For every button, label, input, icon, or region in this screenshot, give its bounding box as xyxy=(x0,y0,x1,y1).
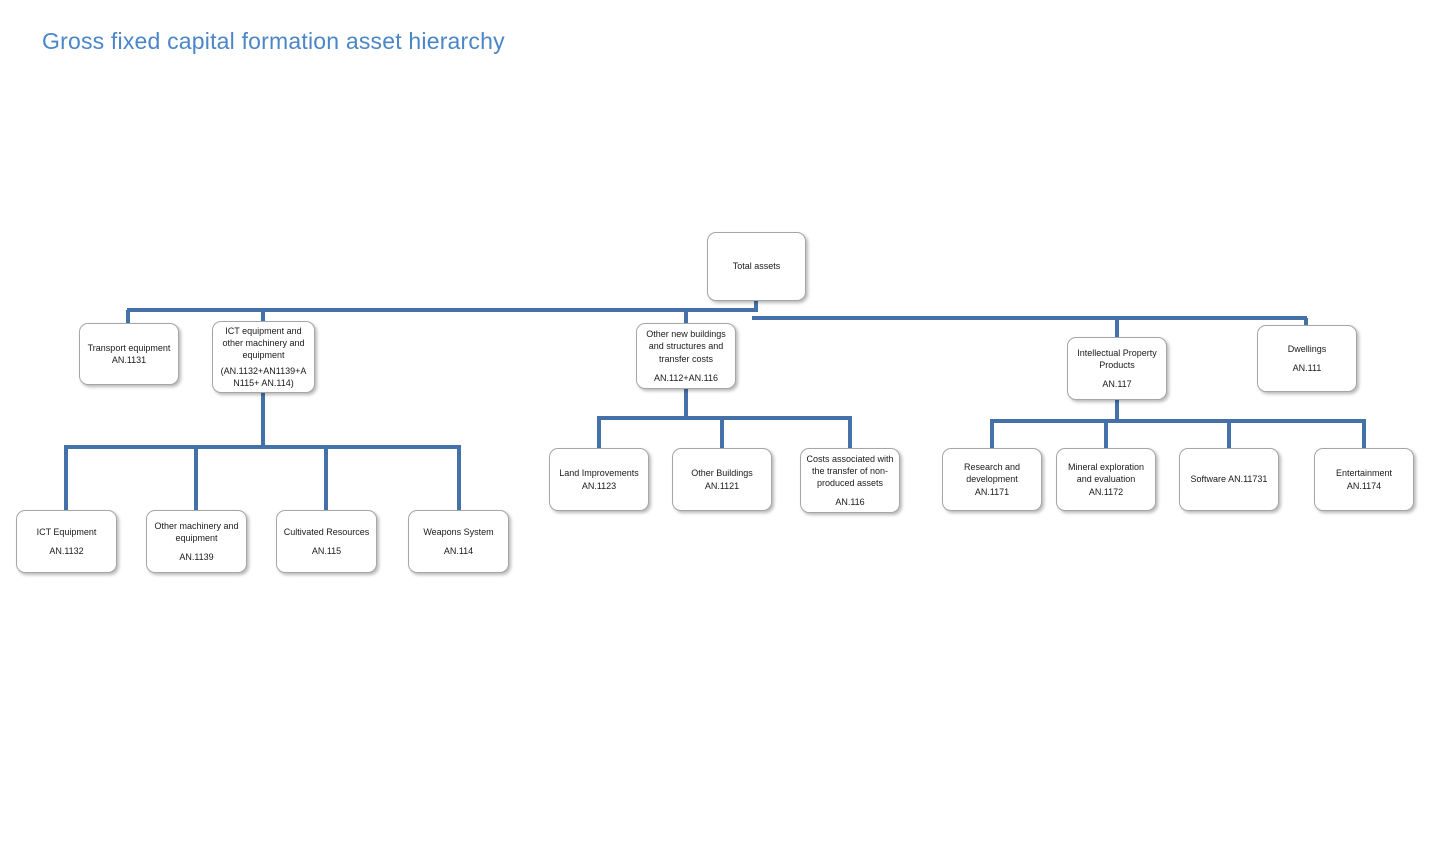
node-line: Transport equipment xyxy=(87,342,171,353)
node-research-and-development[interactable]: Research and development AN.1171 xyxy=(942,448,1042,511)
node-line: AN.1123 xyxy=(581,480,617,491)
page-title: Gross fixed capital formation asset hier… xyxy=(42,28,505,54)
node-line: Other machinery and xyxy=(154,520,239,531)
node-line: (AN.1132+AN1139+A xyxy=(220,365,307,376)
node-line: AN.115 xyxy=(311,546,342,556)
node-line: AN.1132 xyxy=(49,546,84,556)
node-transport-equipment[interactable]: Transport equipment AN.1131 xyxy=(79,323,179,385)
node-line: N115+ AN.114) xyxy=(233,377,294,388)
node-land-improvements[interactable]: Land Improvements AN.1123 xyxy=(549,448,649,511)
node-dwellings[interactable]: Dwellings AN.111 xyxy=(1257,325,1357,392)
node-line: and structures and xyxy=(648,341,724,352)
node-line: Weapons System xyxy=(423,526,494,537)
node-line: Costs associated with xyxy=(806,453,894,464)
node-other-machinery-and-equipment[interactable]: Other machinery and equipment AN.1139 xyxy=(146,510,247,573)
node-line: AN.111 xyxy=(1292,363,1322,373)
node-line: transfer costs xyxy=(658,353,714,364)
node-line: AN.1172 xyxy=(1088,486,1124,497)
node-ict-equipment[interactable]: ICT Equipment AN.1132 xyxy=(16,510,117,573)
node-line: ICT equipment and xyxy=(225,326,302,336)
node-line: Mineral exploration xyxy=(1067,462,1145,473)
node-line: Research and xyxy=(963,462,1021,473)
node-line: other machinery and xyxy=(222,338,305,349)
node-line: Software AN.11731 xyxy=(1190,474,1268,485)
node-line: equipment xyxy=(242,350,285,361)
node-line: AN.1131 xyxy=(111,355,147,365)
node-mineral-exploration-and-evaluation[interactable]: Mineral exploration and evaluation AN.11… xyxy=(1056,448,1156,511)
node-line: AN.1171 xyxy=(974,486,1010,497)
node-intellectual-property-products[interactable]: Intellectual Property Products AN.117 xyxy=(1067,337,1167,400)
node-line: AN.1174 xyxy=(1346,480,1382,491)
node-line: equipment xyxy=(175,532,218,543)
node-line: Other new buildings xyxy=(646,329,726,340)
node-line: Land Improvements xyxy=(559,468,639,479)
node-line: Cultivated Resources xyxy=(283,526,370,537)
node-line: Intellectual Property xyxy=(1077,347,1157,358)
node-transfer-costs[interactable]: Costs associated with the transfer of no… xyxy=(800,448,900,513)
node-line: AN.1139 xyxy=(179,552,214,563)
node-software[interactable]: Software AN.11731 xyxy=(1179,448,1279,511)
node-line: AN.112+AN.116 xyxy=(654,372,718,383)
node-line: AN.114 xyxy=(443,546,474,556)
node-line: produced assets xyxy=(816,478,884,488)
node-line: and evaluation xyxy=(1076,474,1136,485)
node-line: Entertainment xyxy=(1335,468,1393,479)
node-line: Products xyxy=(1099,359,1135,370)
node-cultivated-resources[interactable]: Cultivated Resources AN.115 xyxy=(276,510,377,573)
node-ict-and-machinery[interactable]: ICT equipment and other machinery and eq… xyxy=(212,321,315,393)
node-other-buildings[interactable]: Other Buildings AN.1121 xyxy=(672,448,772,511)
node-line: AN.116 xyxy=(835,497,865,508)
node-line: the transfer of non- xyxy=(811,465,889,476)
node-weapons-system[interactable]: Weapons System AN.114 xyxy=(408,510,509,573)
node-line: Total assets xyxy=(732,261,781,272)
node-total-assets[interactable]: Total assets xyxy=(707,232,806,301)
node-entertainment[interactable]: Entertainment AN.1174 xyxy=(1314,448,1414,511)
node-line: AN.1121 xyxy=(704,480,740,491)
node-line: Other Buildings xyxy=(691,468,753,479)
node-line: AN.117 xyxy=(1102,379,1132,390)
node-other-new-buildings[interactable]: Other new buildings and structures and t… xyxy=(636,323,736,389)
node-line: development xyxy=(966,474,1018,485)
node-line: Dwellings xyxy=(1287,343,1327,354)
node-line: ICT Equipment xyxy=(36,526,97,537)
